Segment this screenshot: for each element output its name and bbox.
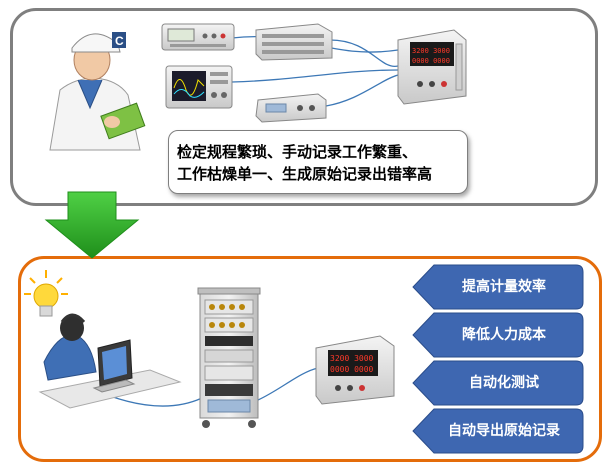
instrument-display-top: 3200 3000 0000 0000	[412, 47, 450, 65]
operator-icon	[38, 313, 182, 409]
benefit-shape	[412, 264, 584, 310]
benefit-efficiency: 提高计量效率	[412, 264, 584, 310]
problem-line-1: 检定规程繁琐、手动记录工作繁重、	[177, 143, 418, 161]
benefit-label: 提高计量效率	[462, 279, 546, 295]
oscilloscope-icon	[165, 65, 233, 109]
benefit-label: 自动化测试	[469, 375, 539, 391]
instrument-display-bottom: 3200 3000 0000 0000	[330, 354, 374, 374]
instrument-icon-bottom	[315, 335, 395, 405]
benefit-cost: 降低人力成本	[412, 312, 584, 358]
display-readout-3: 3200 3000	[330, 354, 374, 363]
svg-text:C: C	[115, 34, 124, 48]
instrument-icon	[397, 29, 467, 105]
benefit-shape	[412, 408, 584, 454]
transition-arrow-icon	[44, 191, 140, 259]
benefit-shape	[412, 360, 584, 406]
signal-source-icon	[255, 93, 327, 123]
benefit-label: 降低人力成本	[462, 327, 546, 343]
benefit-label: 自动导出原始记录	[448, 423, 560, 439]
display-readout-1: 3200 3000	[412, 47, 450, 55]
lightbulb-icon	[24, 270, 68, 317]
display-readout-2: 0000 0000	[412, 57, 450, 65]
rack-icon	[197, 287, 261, 428]
display-readout-4: 0000 0000	[330, 365, 374, 374]
power-supply-icon	[255, 23, 333, 61]
technician-icon: C	[49, 32, 146, 151]
problem-line-2: 工作枯燥单一、生成原始记录出错率高	[177, 165, 433, 183]
benefit-export: 自动导出原始记录	[412, 408, 584, 454]
problem-callout: 检定规程繁琐、手动记录工作繁重、 工作枯燥单一、生成原始记录出错率高	[168, 130, 468, 194]
benefit-shape	[412, 312, 584, 358]
bottom-cables	[109, 367, 319, 407]
multimeter-icon	[161, 23, 235, 51]
benefit-automation: 自动化测试	[412, 360, 584, 406]
